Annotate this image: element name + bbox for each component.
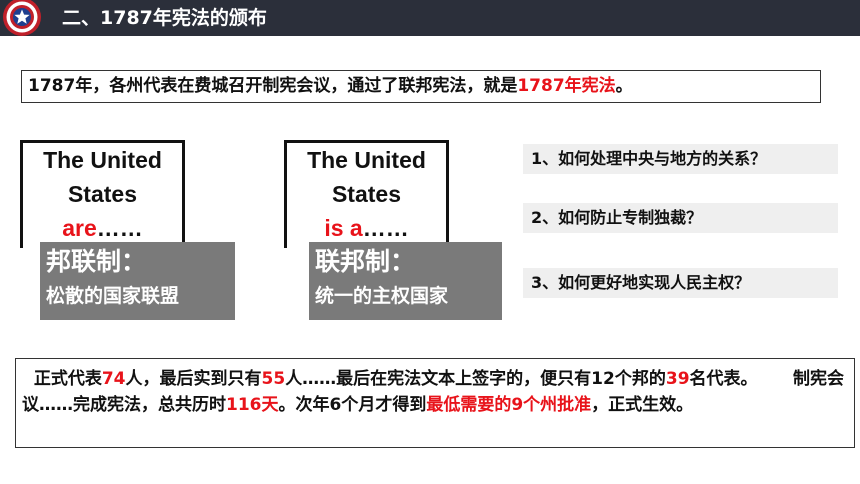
question-item: 3、如何更好地实现人民主权？ xyxy=(523,268,838,298)
card-line1: The United xyxy=(307,147,426,173)
header-bar: 二、1787年宪法的颁布 xyxy=(0,0,860,36)
intro-highlight: 1787年宪法 xyxy=(517,76,616,96)
note-paragraph: 正式代表74人，最后实到只有55人……最后在宪法文本上签字的，便只有12个邦的3… xyxy=(22,369,845,415)
card-caption-federation: 联邦制： 统一的主权国家 xyxy=(309,242,502,320)
card-line2: States xyxy=(67,181,138,207)
card-frame-confederation: The United States are…… xyxy=(20,140,185,248)
card-heading: 邦联制： xyxy=(46,247,147,276)
card-description: 松散的国家联盟 xyxy=(46,285,180,307)
card-line3: is a…… xyxy=(324,215,409,241)
card-description: 统一的主权国家 xyxy=(315,285,449,307)
star-shield-icon xyxy=(3,0,41,36)
card-line3: are…… xyxy=(62,215,143,241)
intro-end: 。 xyxy=(615,76,633,96)
intro-text: 1787年，各州代表在费城召开制宪会议，通过了联邦宪法，就是 xyxy=(28,76,518,96)
question-item: 2、如何防止专制独裁？ xyxy=(523,203,838,233)
card-caption-confederation: 邦联制： 松散的国家联盟 xyxy=(40,242,235,320)
question-item: 1、如何处理中央与地方的关系？ xyxy=(523,144,838,174)
intro-box: 1787年，各州代表在费城召开制宪会议，通过了联邦宪法，就是1787年宪法。 xyxy=(21,70,821,103)
historical-note-box: 正式代表74人，最后实到只有55人……最后在宪法文本上签字的，便只有12个邦的3… xyxy=(15,358,855,448)
page-title: 二、1787年宪法的颁布 xyxy=(62,7,267,29)
card-frame-federation: The United States is a…… xyxy=(284,140,449,248)
card-line1: The United xyxy=(43,147,162,173)
card-line2: States xyxy=(331,181,402,207)
card-heading: 联邦制： xyxy=(315,247,416,276)
